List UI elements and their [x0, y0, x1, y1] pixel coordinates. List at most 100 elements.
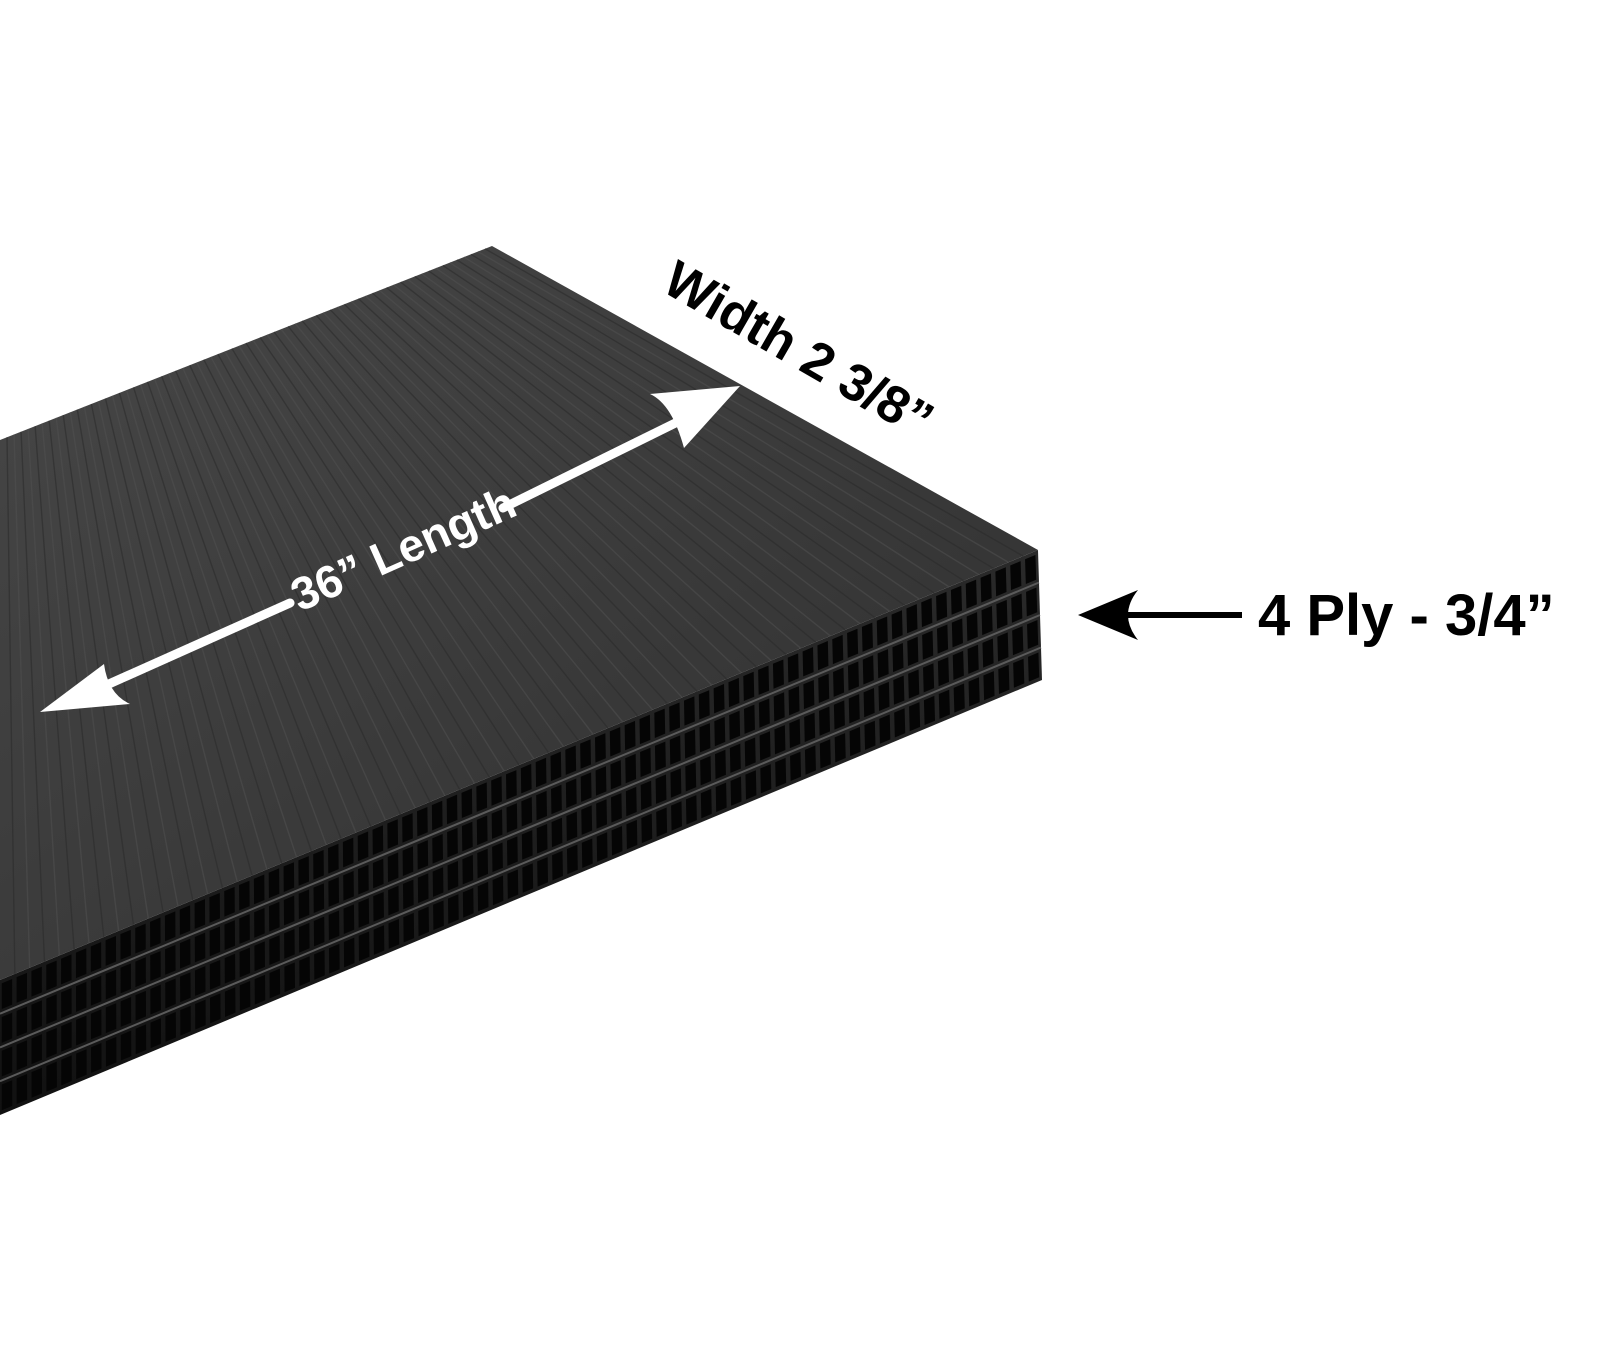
flute-cell	[950, 585, 963, 615]
flute-cell	[209, 959, 221, 990]
flute-cell	[552, 850, 563, 881]
flute-cell	[937, 657, 949, 687]
flute-cell	[313, 849, 324, 880]
flute-cell	[876, 616, 888, 646]
flute-cell	[685, 762, 697, 792]
flute-cell	[76, 1049, 87, 1080]
flute-cell	[745, 770, 757, 800]
flute-line	[189, 364, 402, 815]
flute-cell	[254, 907, 265, 938]
flute-cell	[31, 966, 42, 997]
flute-cell	[626, 819, 638, 850]
flute-cell	[180, 1005, 191, 1036]
flute-cell	[773, 692, 785, 722]
flute-cell	[224, 920, 236, 951]
flute-cell	[105, 1003, 117, 1034]
flute-line	[34, 426, 75, 950]
flute-line	[146, 381, 313, 852]
flute-cell	[580, 739, 591, 769]
flute-cell	[759, 731, 771, 761]
flute-cell	[848, 694, 860, 724]
flute-cell	[462, 854, 474, 885]
flute-line	[477, 250, 1009, 563]
flute-cell	[372, 825, 384, 855]
flute-line	[13, 434, 31, 968]
flute-line	[259, 337, 550, 754]
flute-cell	[46, 960, 57, 991]
flute-cell	[965, 579, 977, 609]
flute-cell	[877, 649, 889, 679]
flute-line	[224, 350, 476, 784]
flute-cell	[997, 632, 1009, 662]
flute-line	[231, 348, 490, 778]
flute-cell	[433, 900, 444, 931]
flute-cell	[239, 947, 251, 978]
arrowhead-right-icon	[650, 386, 740, 448]
flute-cell	[923, 663, 935, 693]
flute-cell	[715, 782, 727, 813]
flute-line	[97, 401, 209, 895]
flute-cell	[164, 911, 176, 942]
flute-cell	[772, 659, 784, 689]
flute-cell	[775, 757, 787, 788]
flute-cell	[150, 951, 161, 981]
ply-separator	[0, 581, 1040, 1015]
flute-line	[400, 281, 846, 631]
flute-line	[132, 387, 283, 864]
flute-cell	[31, 1067, 42, 1098]
flute-cell	[239, 981, 251, 1011]
flute-cell	[253, 874, 265, 905]
flute-cell	[194, 932, 206, 963]
flute-cell	[76, 1015, 87, 1046]
flute-cell	[105, 935, 117, 966]
flute-cell	[669, 735, 681, 765]
flute-cell	[624, 720, 636, 751]
flute-cell	[432, 867, 444, 897]
flute-cell	[639, 714, 651, 745]
flute-cell	[373, 925, 385, 955]
flute-cell	[16, 1006, 28, 1037]
flute-cell	[698, 690, 710, 720]
flute-cell	[446, 794, 458, 825]
flute-cell	[135, 923, 146, 954]
flute-cell	[298, 889, 310, 920]
flute-cell	[938, 689, 950, 719]
flute-line	[139, 384, 298, 858]
flute-cell	[46, 1027, 57, 1058]
flute-cell	[610, 793, 622, 823]
flute-cell	[46, 1061, 57, 1092]
flute-line	[470, 253, 994, 570]
flute-cell	[819, 706, 831, 736]
flute-line	[294, 323, 624, 723]
flute-cell	[165, 944, 176, 975]
flute-cell	[313, 883, 325, 914]
flute-cell	[342, 837, 354, 868]
flute-cell	[373, 891, 384, 922]
flute-cell	[683, 696, 695, 726]
flute-cell	[847, 628, 859, 658]
flute-cell	[239, 880, 250, 911]
flute-line	[48, 420, 105, 938]
flute-cell	[862, 655, 874, 685]
flute-cell	[894, 708, 906, 738]
flute-cell	[537, 857, 549, 887]
flute-cell	[1027, 620, 1039, 650]
flute-cell	[996, 599, 1008, 629]
flute-line	[175, 370, 372, 827]
flute-line	[41, 423, 90, 944]
flute-cell	[819, 739, 831, 769]
flute-cell	[461, 788, 473, 819]
flute-cell	[372, 858, 384, 889]
flute-cell	[268, 868, 280, 899]
ply-separator	[0, 646, 1042, 1083]
flute-line	[301, 320, 639, 717]
flute-cell	[864, 720, 876, 750]
flute-cell	[1, 1046, 13, 1077]
flute-cell	[299, 956, 310, 986]
flute-cell	[654, 708, 666, 738]
flute-cell	[565, 745, 577, 775]
flute-cell	[729, 743, 741, 773]
flute-cell	[120, 929, 131, 960]
flute-cell	[580, 772, 592, 802]
